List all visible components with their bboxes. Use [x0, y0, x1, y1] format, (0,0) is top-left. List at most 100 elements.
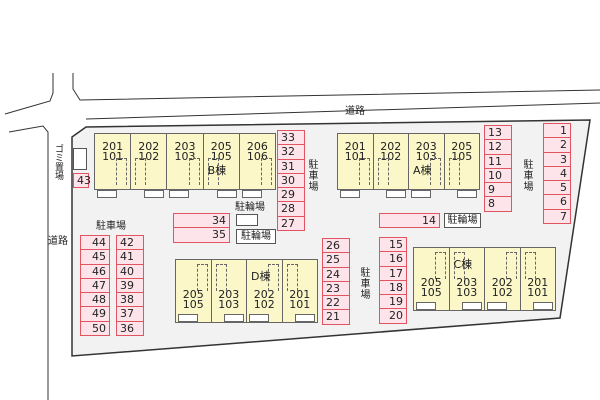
- parking-space-35: 35: [173, 227, 230, 243]
- parking-space-10: 10: [484, 167, 512, 184]
- bike-parking: [236, 214, 258, 226]
- parking-space-34: 34: [173, 213, 230, 229]
- parking-space-32: 32: [277, 144, 305, 160]
- parking-space-1: 1: [543, 123, 571, 139]
- building-name: A棟: [413, 164, 432, 177]
- unit-numbers: 202: [253, 288, 275, 301]
- parking-space-38: 38: [116, 292, 144, 308]
- parking-space-33: 33: [277, 130, 305, 146]
- parking-space-25: 25: [322, 252, 350, 268]
- unit-numbers: 102: [380, 150, 402, 163]
- entrance-step: [97, 190, 117, 198]
- unit-numbers: 105: [182, 298, 204, 311]
- stair-outline: [448, 158, 460, 185]
- road-label-left: 道路: [48, 236, 68, 247]
- unit-numbers: 103: [218, 298, 240, 311]
- unit-numbers: 102: [253, 298, 275, 311]
- parking-space-9: 9: [484, 182, 512, 198]
- unit-numbers: 105: [451, 150, 473, 163]
- unit-numbers: 202: [380, 140, 402, 153]
- stair-outline: [505, 252, 517, 279]
- unit-numbers: 201: [102, 140, 124, 153]
- parking-space-17: 17: [379, 265, 407, 281]
- entrance-step: [462, 302, 482, 310]
- stair-outline: [188, 158, 200, 185]
- stair-outline: [358, 158, 370, 185]
- parking-space-3: 3: [543, 151, 571, 167]
- unit-numbers: 203: [415, 140, 437, 153]
- entrance-step: [169, 190, 190, 198]
- parking-space-14: 14: [379, 213, 440, 229]
- stair-outline: [116, 158, 128, 185]
- stair-outline: [135, 158, 147, 185]
- unit-numbers: 103: [415, 150, 437, 163]
- parking-space-47: 47: [80, 277, 110, 294]
- unit-numbers: 205: [182, 288, 204, 301]
- parking-space-42: 42: [116, 235, 144, 251]
- unit-numbers: 206: [246, 140, 268, 153]
- stair-outline: [215, 264, 227, 291]
- parking-space-8: 8: [484, 196, 512, 212]
- entrance-step: [249, 314, 269, 322]
- parking-space-13: 13: [484, 125, 512, 141]
- parking-column: 14: [379, 213, 440, 229]
- stair-outline: [434, 252, 446, 279]
- parking-space-5: 5: [543, 180, 571, 196]
- unit-numbers: 201: [289, 288, 311, 301]
- entrance-step: [216, 190, 237, 198]
- parking-space-29: 29: [277, 187, 305, 203]
- parking-space-41: 41: [116, 249, 144, 265]
- unit-numbers: 101: [344, 150, 366, 163]
- parking-space-21: 21: [322, 309, 350, 325]
- parking-column: 43: [73, 173, 91, 189]
- parking-space-23: 23: [322, 280, 350, 297]
- parking-label: 駐車場: [308, 160, 319, 193]
- parking-space-6: 6: [543, 194, 571, 210]
- parking-space-11: 11: [484, 153, 512, 169]
- unit-numbers: 101: [289, 298, 311, 311]
- building-name: C棟: [453, 258, 473, 271]
- stair-outline: [377, 158, 389, 185]
- unit-numbers: 205: [210, 140, 232, 153]
- parking-space-31: 31: [277, 158, 305, 174]
- parking-space-12: 12: [484, 139, 512, 155]
- parking-space-16: 16: [379, 251, 407, 267]
- unit-numbers: 101: [102, 150, 124, 163]
- building-name: D棟: [251, 270, 271, 283]
- parking-space-50: 50: [80, 320, 110, 337]
- parking-space-15: 15: [379, 237, 407, 253]
- entrance-step: [144, 190, 165, 198]
- parking-space-26: 26: [322, 238, 350, 254]
- parking-space-36: 36: [116, 320, 144, 337]
- parking-label: 駐車場: [523, 160, 534, 193]
- unit-numbers: 102: [138, 150, 160, 163]
- parking-space-18: 18: [379, 279, 407, 296]
- parking-space-43: 43: [73, 173, 91, 189]
- unit-numbers: 205: [451, 140, 473, 153]
- unit-numbers: 103: [456, 286, 478, 299]
- trash-label: ゴミ置場: [54, 145, 64, 182]
- parking-space-44: 44: [80, 235, 110, 251]
- stair-outline: [453, 252, 465, 279]
- unit-numbers: 105: [420, 286, 442, 299]
- parking-space-45: 45: [80, 249, 110, 265]
- parking-space-40: 40: [116, 263, 144, 279]
- parking-label: 駐車場: [96, 221, 126, 232]
